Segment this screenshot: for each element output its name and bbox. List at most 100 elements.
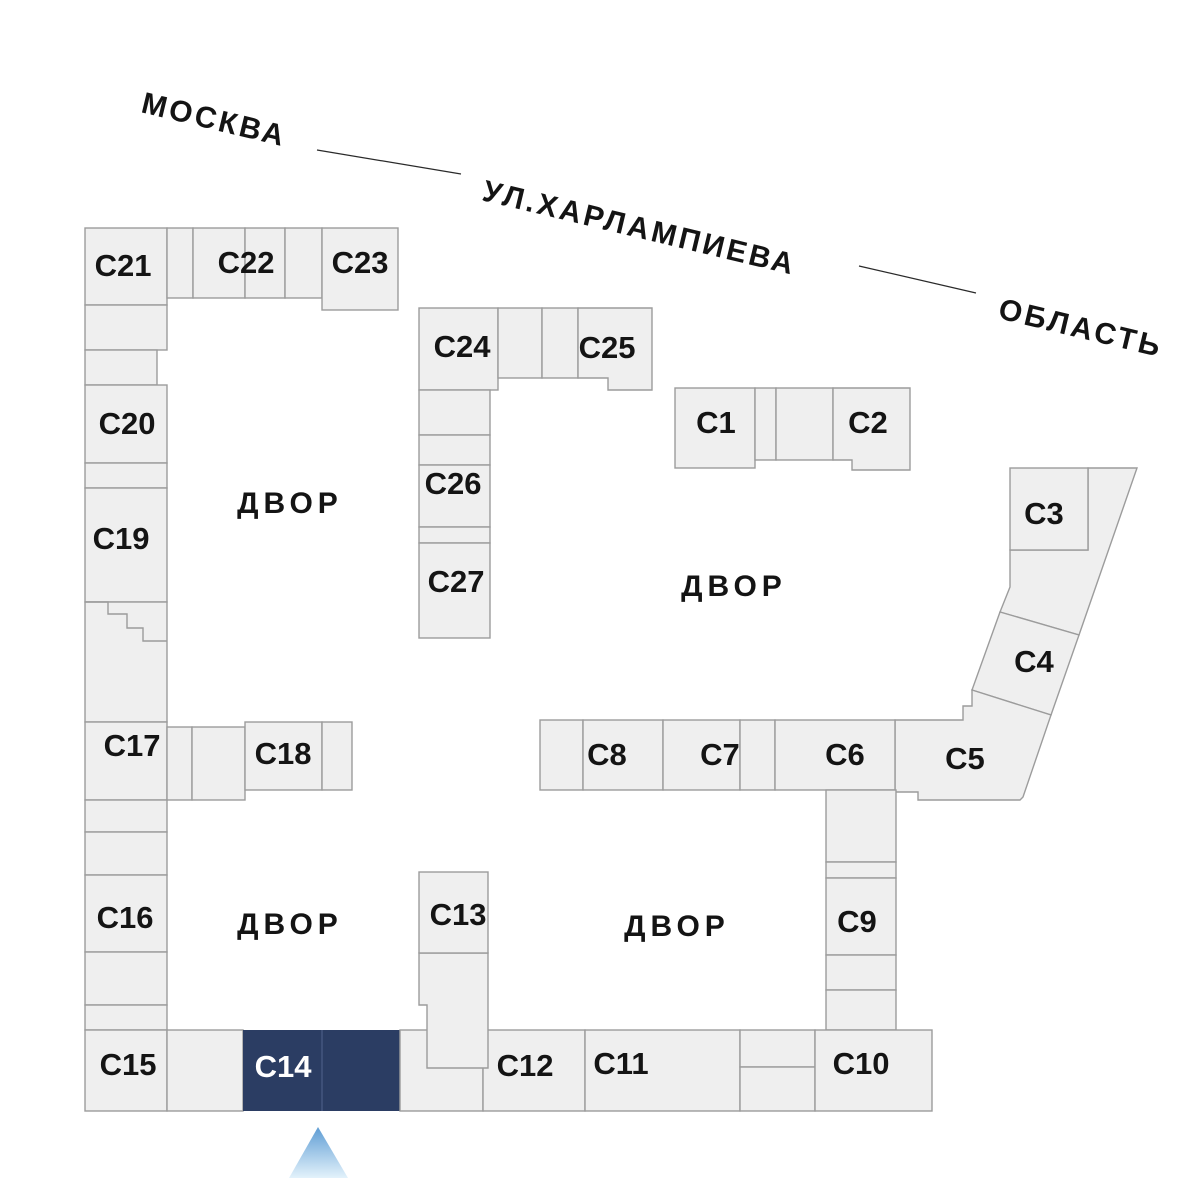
building-c8[interactable]: С8: [582, 719, 664, 791]
street-line-right: [858, 265, 977, 294]
building-shape: [774, 719, 896, 791]
building-shape: [84, 487, 168, 603]
courtyard-label: ДВОР: [681, 570, 787, 603]
building-segment: [84, 349, 158, 386]
building-c11[interactable]: С11: [584, 1029, 741, 1112]
courtyard-label: ДВОР: [237, 487, 343, 520]
building-c23[interactable]: С23: [321, 227, 399, 311]
building-shape: [584, 1029, 741, 1112]
building-c15[interactable]: С15: [84, 1029, 168, 1112]
building-shape: [894, 689, 1052, 801]
building-segment: [739, 719, 776, 791]
building-shape: [84, 874, 168, 953]
building-segment: [418, 526, 491, 544]
building-c24[interactable]: С24: [418, 307, 499, 391]
building-segment: [166, 1029, 244, 1112]
building-label: С9: [837, 904, 877, 939]
street-label-kharlampieva: УЛ.ХАРЛАМПИЕВА: [479, 175, 799, 282]
street-label-moskva: МОСКВА: [138, 87, 290, 154]
building-segment: [84, 304, 168, 351]
building-label: С22: [218, 245, 275, 280]
building-segment: [191, 726, 246, 801]
building-segment: [84, 462, 168, 489]
building-segment: [418, 952, 489, 1069]
building-c3[interactable]: С3: [1009, 467, 1089, 551]
building-segment: [775, 387, 834, 461]
building-segment: [84, 831, 168, 876]
building-label: С13: [430, 897, 487, 932]
building-segment: [84, 601, 168, 723]
building-shape: [418, 871, 489, 954]
building-label: С8: [587, 737, 627, 772]
building-shape: [418, 307, 499, 391]
building-shape: [84, 1029, 168, 1112]
building-label: С10: [833, 1046, 890, 1081]
building-shape: [418, 464, 491, 528]
building-c2[interactable]: С2: [832, 387, 911, 471]
building-segment: [539, 719, 584, 791]
building-c19[interactable]: С19: [84, 487, 168, 603]
building-c9[interactable]: С9: [825, 877, 897, 956]
building-c7[interactable]: С7: [662, 719, 741, 791]
building-shape: [577, 307, 653, 391]
building-shape: [662, 719, 741, 791]
building-label: С15: [100, 1047, 157, 1082]
building-c1[interactable]: С1: [674, 387, 756, 469]
building-segment: [84, 799, 168, 833]
street-label-oblast: ОБЛАСТЬ: [995, 293, 1166, 364]
building-segment: [825, 954, 897, 991]
building-segment: [825, 861, 897, 879]
building-label: С21: [95, 248, 152, 283]
building-label: С18: [255, 736, 312, 771]
building-c5[interactable]: С5: [894, 689, 1052, 801]
building-label: С14: [255, 1049, 313, 1084]
building-c16[interactable]: С16: [84, 874, 168, 953]
building-segment: [418, 389, 491, 436]
building-c25[interactable]: С25: [577, 307, 653, 391]
building-segment: [321, 721, 353, 791]
building-c27[interactable]: С27: [418, 542, 491, 639]
building-label: С3: [1024, 496, 1064, 531]
building-shape: [674, 387, 756, 469]
selected-block-pointer-icon: [289, 1127, 348, 1178]
building-shape: [244, 227, 286, 299]
building-label: С7: [700, 737, 740, 772]
building-label: С2: [848, 405, 888, 440]
building-c18[interactable]: С18: [244, 721, 323, 791]
building-c20[interactable]: С20: [84, 384, 168, 464]
building-label: С12: [497, 1048, 554, 1083]
building-label: С6: [825, 737, 865, 772]
building-label: С4: [1014, 644, 1054, 679]
building-c17[interactable]: С17: [84, 721, 168, 801]
building-segment: [166, 227, 194, 299]
building-segment: [739, 1029, 816, 1068]
building-c14-selected[interactable]: С14: [243, 1030, 400, 1111]
building-segment: [739, 1066, 816, 1112]
building-c21[interactable]: С21: [84, 227, 168, 306]
building-c22[interactable]: С22: [192, 227, 286, 299]
stair-edge: [85, 601, 167, 642]
building-shape: [825, 877, 897, 956]
building-c26[interactable]: С26: [418, 464, 491, 528]
building-label: С20: [99, 406, 156, 441]
building-c12[interactable]: С12: [482, 1029, 586, 1112]
building-shape: [84, 227, 168, 306]
building-shape: [321, 227, 399, 311]
building-segment: [166, 726, 193, 801]
building-segment: [418, 434, 491, 466]
building-shape: [1009, 467, 1089, 551]
building-c13[interactable]: С13: [418, 871, 489, 954]
building-segment: [84, 1004, 168, 1031]
building-c10[interactable]: С10: [814, 1029, 933, 1112]
building-label: С19: [93, 521, 150, 556]
building-label: С5: [945, 741, 985, 776]
building-label: С25: [579, 330, 636, 365]
building-label: С24: [434, 329, 492, 364]
building-segment: [754, 387, 777, 461]
building-c6[interactable]: С6: [774, 719, 896, 791]
building-label: С27: [428, 564, 485, 599]
building-label: С1: [696, 405, 736, 440]
courtyard-label: ДВОР: [237, 908, 343, 941]
